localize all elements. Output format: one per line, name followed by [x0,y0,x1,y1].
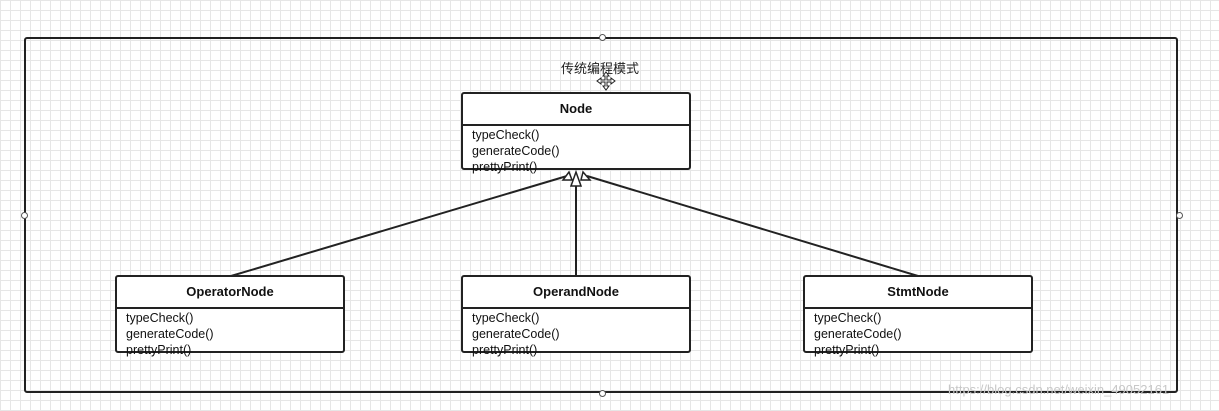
method-item: typeCheck() [472,311,540,325]
method-item: prettyPrint() [472,343,538,357]
resize-handle-left[interactable] [21,212,28,219]
resize-handle-top[interactable] [599,34,606,41]
method-item: typeCheck() [814,311,882,325]
class-stmt-node[interactable]: StmtNode typeCheck() generateCode() pret… [803,275,1033,357]
method-item: prettyPrint() [472,160,538,174]
resize-handle-right[interactable] [1176,212,1183,219]
class-name: OperandNode [463,277,689,309]
frame-title: 传统编程模式 [560,61,639,76]
move-cursor-icon[interactable] [596,71,616,91]
arrowhead-stmtnode [580,170,592,181]
method-list: typeCheck() generateCode() prettyPrint() [805,309,1031,359]
method-item: prettyPrint() [126,343,192,357]
watermark: https://blog.csdn.net/weixin_49052161 [948,382,1170,397]
method-list: typeCheck() generateCode() prettyPrint() [463,309,689,359]
method-item: prettyPrint() [814,343,880,357]
resize-handle-bottom[interactable] [599,390,606,397]
method-item: typeCheck() [126,311,194,325]
arrowhead-operatornode [561,170,574,181]
class-name: StmtNode [805,277,1031,309]
method-item: generateCode() [472,327,560,341]
method-list: typeCheck() generateCode() prettyPrint() [463,126,689,176]
arrowhead-operandnode [569,169,583,187]
class-node[interactable]: Node typeCheck() generateCode() prettyPr… [461,92,691,174]
class-name: OperatorNode [117,277,343,309]
class-name: Node [463,94,689,126]
method-item: generateCode() [126,327,214,341]
class-operator-node[interactable]: OperatorNode typeCheck() generateCode() … [115,275,345,357]
method-list: typeCheck() generateCode() prettyPrint() [117,309,343,359]
method-item: generateCode() [814,327,902,341]
method-item: generateCode() [472,144,560,158]
edge-operatornode-to-node [230,175,568,277]
method-item: typeCheck() [472,128,540,142]
class-operand-node[interactable]: OperandNode typeCheck() generateCode() p… [461,275,691,357]
edge-stmtnode-to-node [586,175,919,277]
